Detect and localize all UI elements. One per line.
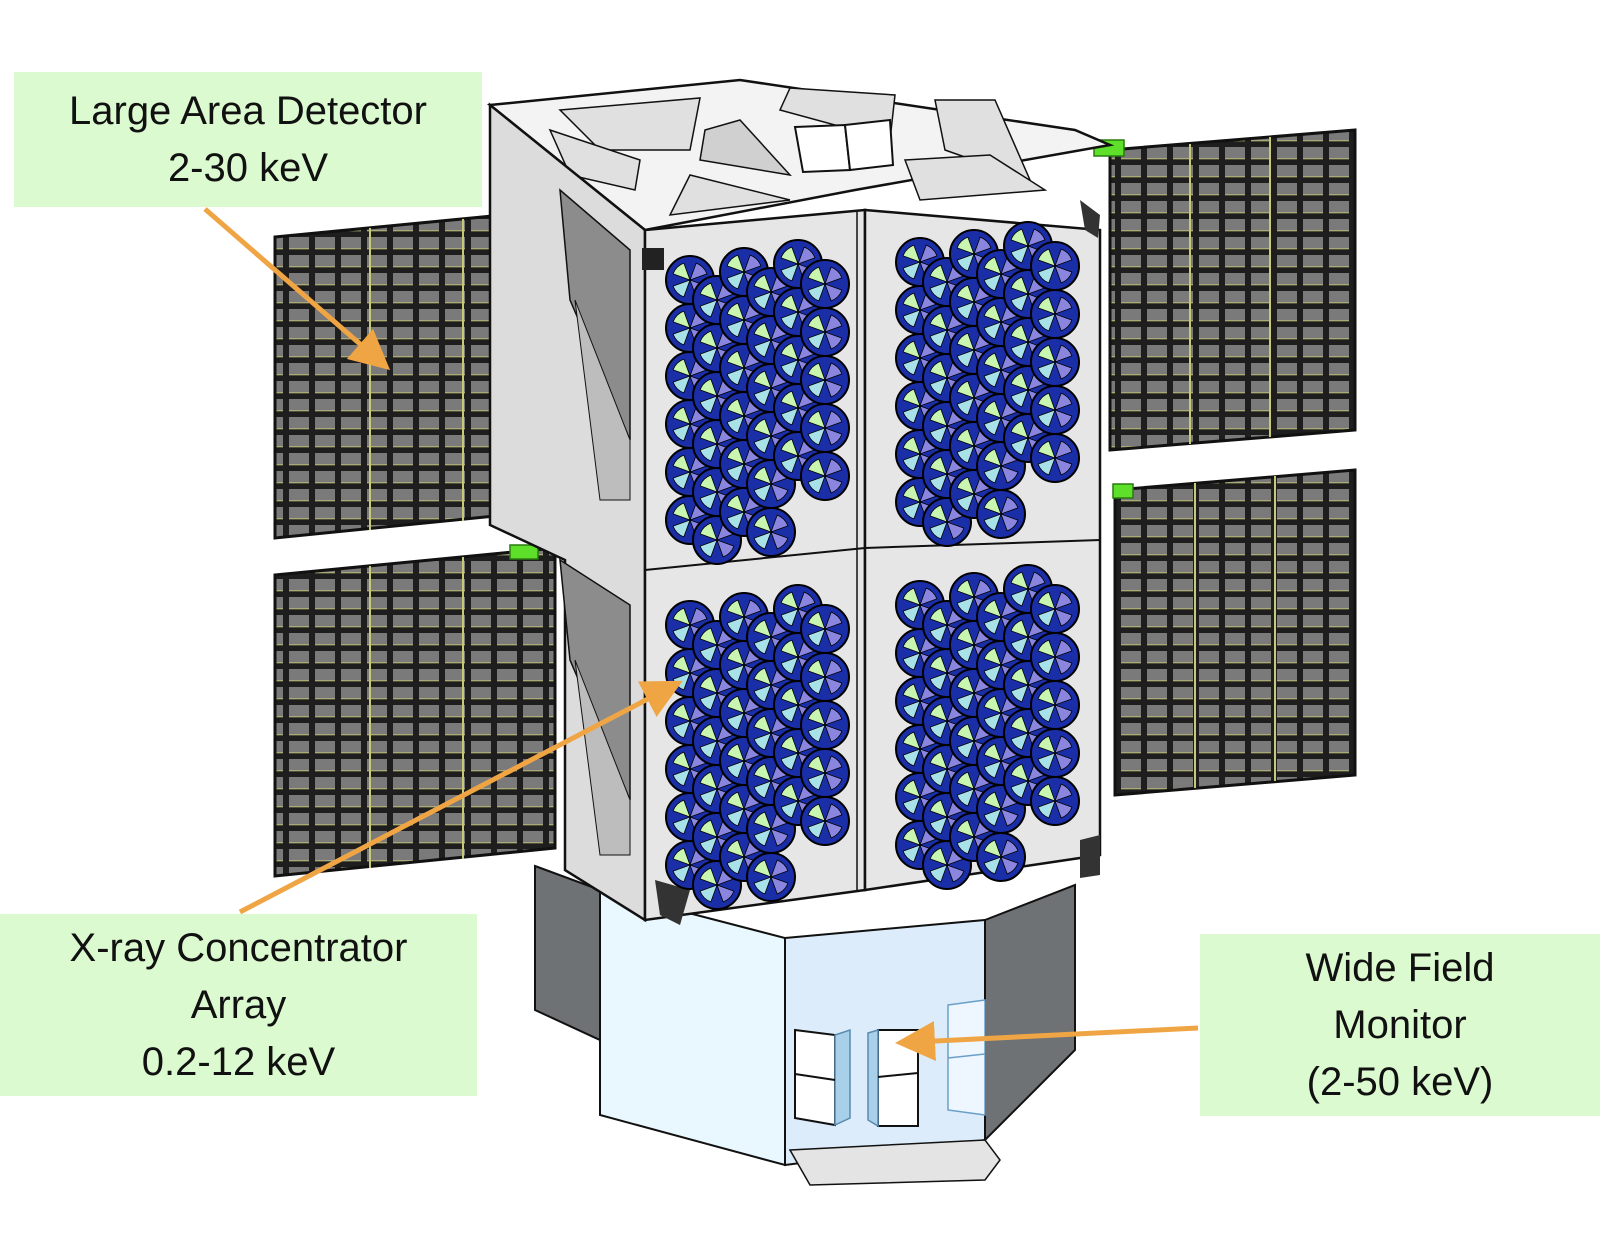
left-lower-detector-panel [273,544,557,878]
callout-line: Wide Field [1305,945,1495,990]
concentrator-module [800,451,850,501]
concentrator-module [800,652,850,702]
concentrator-module [800,748,850,798]
concentrator-module [746,507,796,557]
concentrator-module [1030,728,1080,778]
thruster-icon [1080,835,1100,878]
callout-wide-field-monitor: Wide Field Monitor (2-50 keV) [1200,934,1600,1116]
callout-line: X-ray Concentrator [69,925,408,970]
concentrator-module [746,852,796,902]
arrow-large-area-detector [203,207,391,371]
callout-line: (2-50 keV) [1306,1059,1494,1104]
wide-field-monitor-cameras [794,999,986,1128]
arrow-x-ray-concentrator-array [238,680,683,915]
callout-line: 0.2-12 keV [141,1039,336,1084]
concentrator-module [800,259,850,309]
arrow-wide-field-monitor [895,1021,1199,1061]
concentrator-module [800,307,850,357]
latch-icon [1112,483,1134,499]
callout-line: Monitor [1333,1002,1467,1047]
callout-line: Large Area Detector [69,88,427,133]
concentrator-module [800,403,850,453]
callout-arrows [203,207,1199,1061]
thruster-icon [1080,200,1100,238]
concentrator-module [1030,776,1080,826]
thruster-icon [655,880,690,925]
right-lower-detector-panel [1112,468,1357,797]
concentrator-module [976,489,1026,539]
concentrator-module [800,796,850,846]
sensor-icon [642,248,664,270]
callout-x-ray-concentrator-array: X-ray Concentrator Array 0.2-12 keV [0,914,477,1096]
spacecraft-bus [534,864,1076,1186]
callout-line: Array [190,982,287,1027]
callout-line: 2-30 keV [167,145,329,190]
concentrator-module [1030,680,1080,730]
callout-large-area-detector: Large Area Detector 2-30 keV [14,72,482,207]
concentrator-module [1030,433,1080,483]
concentrator-module [1030,584,1080,634]
concentrator-module [976,832,1026,882]
right-upper-detector-panel [1093,128,1357,452]
concentrator-module [800,604,850,654]
x-ray-concentrator-modules [665,221,1080,910]
concentrator-module [1030,337,1080,387]
concentrator-module [800,700,850,750]
concentrator-module [1030,632,1080,682]
concentrator-module [1030,241,1080,291]
concentrator-module [1030,289,1080,339]
concentrator-module [800,355,850,405]
concentrator-module [1030,385,1080,435]
instrument-structure [486,78,1115,925]
latch-icon [509,544,539,560]
